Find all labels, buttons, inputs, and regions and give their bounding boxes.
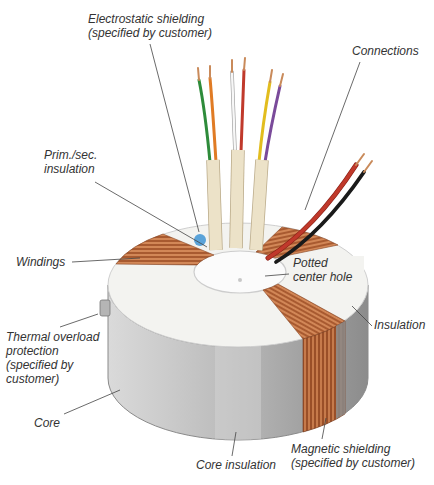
winding-right [256,227,338,258]
part-label: Magnetic shielding (specified by custome… [291,442,431,470]
wire [232,72,235,152]
sleeve [256,160,262,250]
leader-line [150,44,199,232]
part-label: Prim./sec. insulation [44,148,114,176]
wire [276,172,364,262]
sleeve [236,150,238,248]
wire [210,78,216,162]
part-label: Potted center hole [292,256,364,284]
leader-line [60,314,98,327]
winding-left [116,234,214,265]
shield-marker [194,234,206,246]
hole-dot [238,278,242,282]
leader-line [232,432,236,456]
leader-line [72,258,140,262]
sleeve [213,160,216,250]
lead-wires [198,58,372,262]
leader-line [64,390,120,414]
leader-line [352,306,372,326]
sleeve [236,150,238,248]
leader-line [322,418,326,439]
wire [199,80,210,162]
wire-tip [231,60,233,72]
leader-line [305,62,360,210]
part-label: Connections [352,44,419,58]
leader-lines [60,44,372,456]
part-label: Thermal overload protection (specified b… [6,330,104,386]
wire [268,165,356,258]
wire-tip [270,70,272,82]
part-label: Electrostatic shielding (specified by cu… [88,12,238,40]
core-insulation-band [215,346,261,440]
wire [265,86,280,162]
wire-tip [244,58,245,70]
leader-line [265,274,289,276]
part-label: Core [34,416,60,430]
wire [268,165,356,258]
sleeve [256,160,262,250]
part-label: Insulation [374,318,425,332]
sleeve [213,160,216,250]
wire-tip [209,66,211,78]
part-label: Core insulation [196,458,276,472]
winding-front-side [303,321,345,432]
leader-line [95,182,207,247]
wire [241,70,244,152]
magnetic-shield [336,321,345,419]
thermal-device [100,300,110,316]
wire [232,72,235,152]
wire-tip [198,68,199,80]
wire-tip [280,74,283,86]
part-label: Windings [16,255,65,269]
wire-tip [356,154,364,165]
wire-tip [364,161,372,172]
